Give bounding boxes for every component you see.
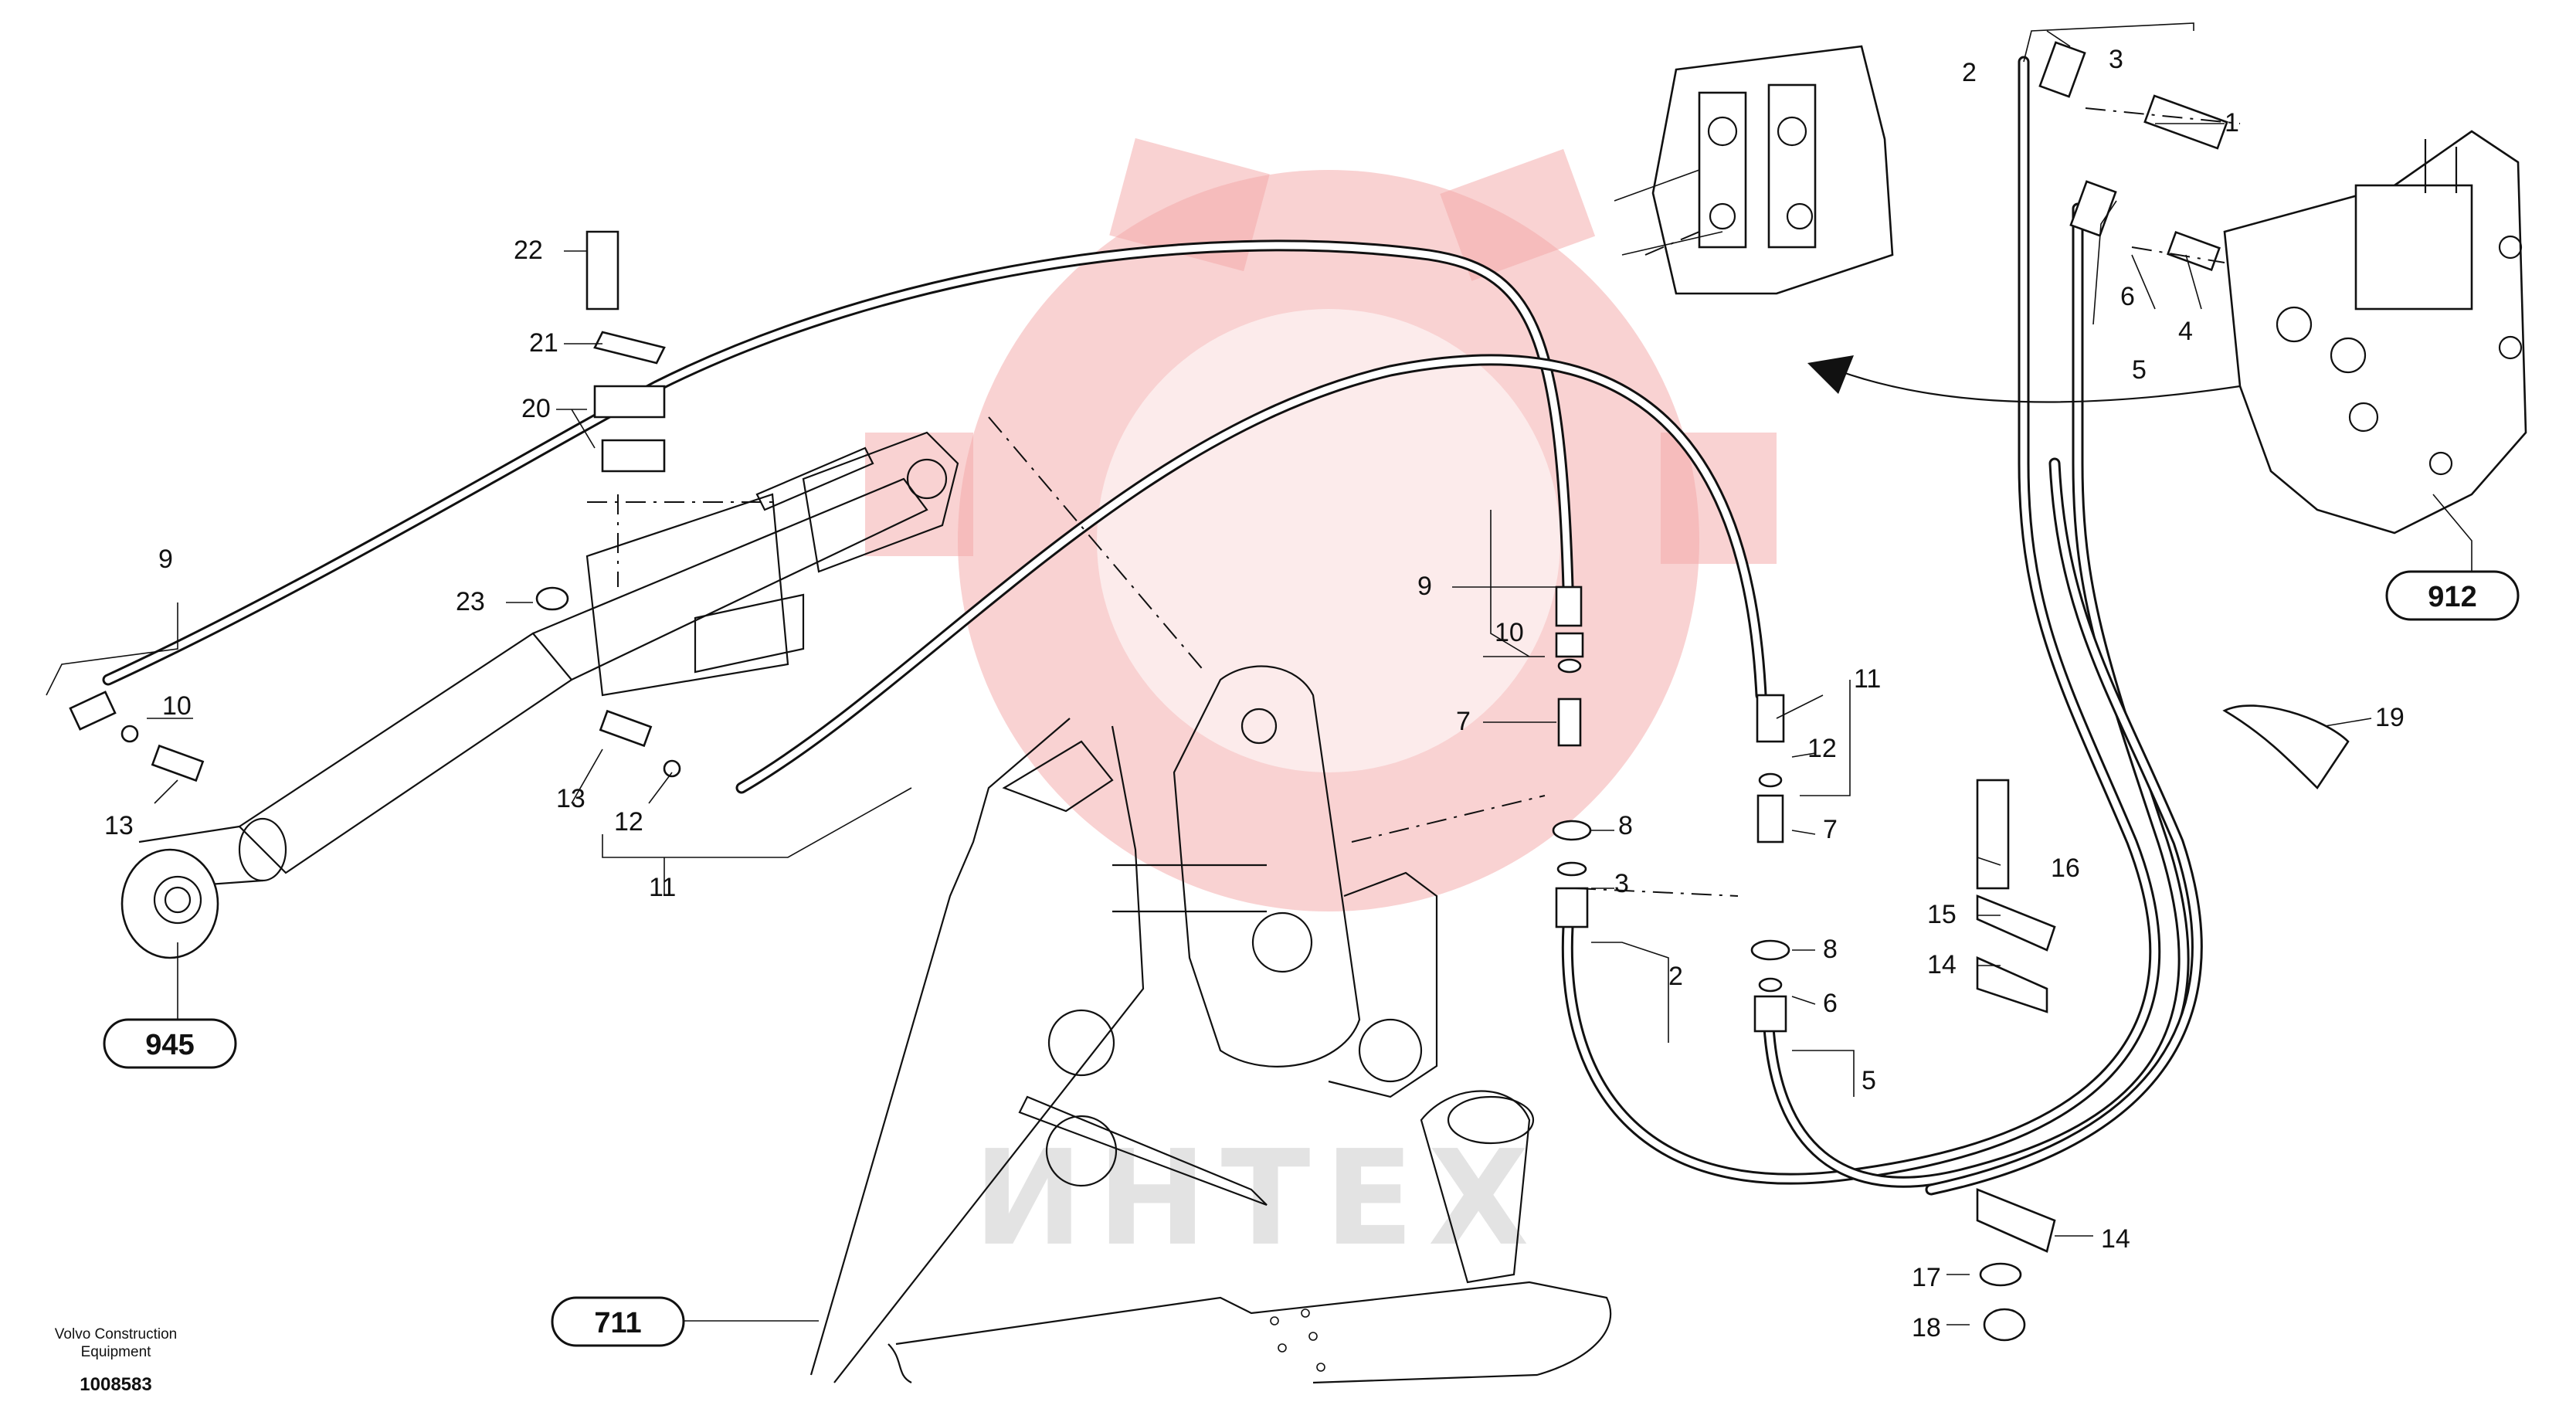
callout-4: 4 [2178, 317, 2193, 346]
watermark-text: ИНТЕХ [973, 1122, 1543, 1275]
fittings [69, 41, 2350, 1342]
callout-22: 22 [514, 236, 543, 265]
hydraulic-cylinder [120, 431, 959, 959]
callout-21: 21 [529, 328, 558, 358]
brand-block: Volvo Construction Equipment 1008583 [55, 1326, 177, 1395]
brand-line2: Equipment [81, 1344, 152, 1360]
callout-7-right: 7 [1823, 815, 1838, 844]
callout-9-right: 9 [1417, 572, 1432, 601]
hoses [102, 56, 2203, 1196]
callout-16: 16 [2051, 854, 2080, 883]
reference-711-label: 711 [594, 1307, 641, 1339]
callout-11-right: 11 [1854, 664, 1881, 694]
callout-3-top: 3 [2109, 45, 2123, 74]
callout-10-right: 10 [1495, 618, 1524, 647]
callout-7-left: 7 [1456, 707, 1471, 736]
callout-13-mid: 13 [556, 784, 585, 813]
diagram-code: 1008583 [80, 1374, 151, 1395]
callout-labels: 1 2 2 3 3 4 5 5 6 6 7 7 8 8 9 9 10 10 11… [104, 45, 2405, 1342]
callout-5-mid: 5 [1862, 1066, 1876, 1095]
reference-711: 711 [551, 1296, 685, 1347]
boom-frame [809, 665, 1612, 1384]
center-lines [587, 107, 2241, 897]
watermark-logo [865, 137, 1777, 911]
callout-6-mid: 6 [1823, 989, 1838, 1018]
callout-2-mid: 2 [1668, 962, 1683, 991]
callout-8-left: 8 [1618, 811, 1633, 840]
callout-17: 17 [1912, 1263, 1941, 1292]
callout-15: 15 [1927, 900, 1957, 929]
reference-912: 912 [2385, 570, 2520, 621]
callout-12-right: 12 [1807, 734, 1837, 763]
callout-12-left: 12 [614, 807, 643, 837]
valve-912 [2223, 130, 2527, 535]
callout-19: 19 [2375, 703, 2405, 732]
callout-9-left: 9 [158, 545, 173, 574]
reference-912-label: 912 [2428, 581, 2476, 613]
callout-10-left: 10 [162, 691, 192, 721]
callout-23: 23 [456, 587, 485, 616]
reference-945: 945 [103, 1018, 237, 1069]
callout-11-left: 11 [649, 873, 676, 902]
callout-13-left: 13 [104, 811, 134, 840]
callout-3-mid: 3 [1614, 869, 1629, 898]
callout-20: 20 [521, 394, 551, 423]
callout-5-top: 5 [2132, 355, 2147, 385]
callout-8-right: 8 [1823, 935, 1838, 964]
callout-18: 18 [1912, 1313, 1941, 1342]
reference-945-label: 945 [145, 1029, 194, 1061]
callout-6-top: 6 [2120, 282, 2135, 311]
callout-2-top: 2 [1962, 58, 1977, 87]
leader-lines [46, 22, 2472, 1325]
callout-14-upper: 14 [1927, 950, 1957, 979]
flow-arrow [1838, 369, 2241, 403]
arrow-head-icon [1807, 355, 1854, 394]
callout-14-lower: 14 [2101, 1224, 2130, 1254]
callout-1: 1 [2225, 108, 2239, 137]
brand-line1: Volvo Construction [55, 1326, 177, 1342]
control-valve [1614, 45, 1894, 295]
